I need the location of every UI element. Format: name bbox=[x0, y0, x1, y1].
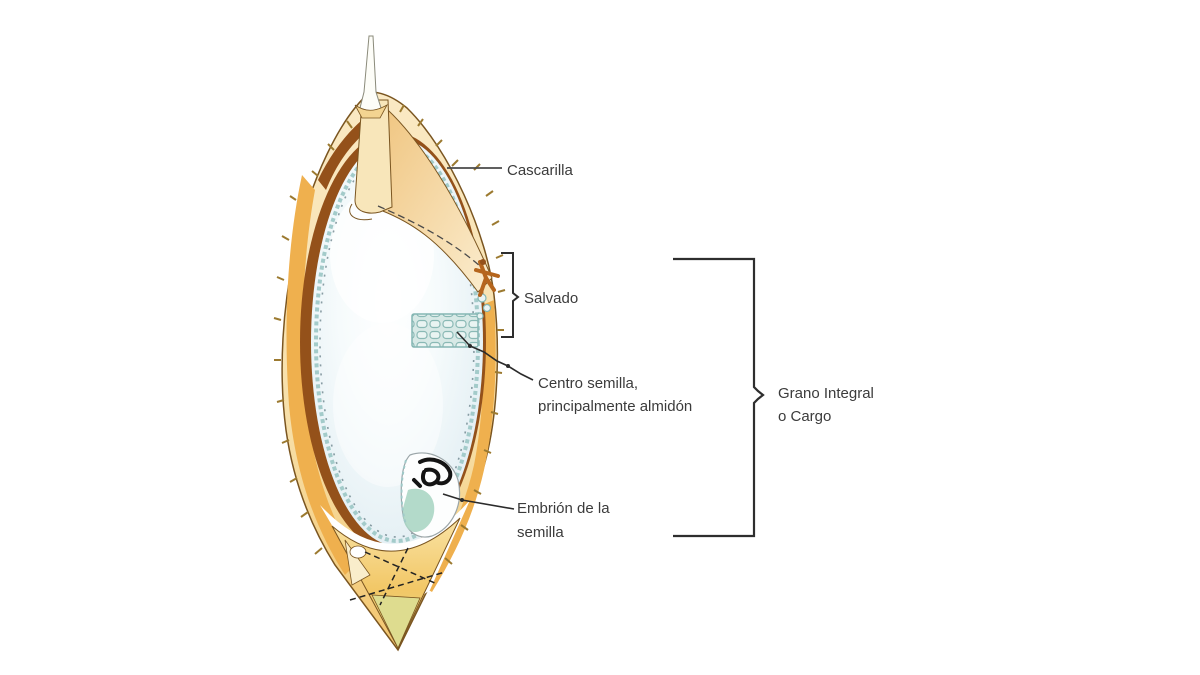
centro-semilla-label: Centro semilla, principalmente almidón bbox=[538, 372, 692, 418]
awn-spike bbox=[359, 35, 382, 113]
husk-top-flap bbox=[318, 35, 493, 293]
embrion-label: Embrión de la semilla bbox=[517, 497, 610, 545]
grano-integral-bracket bbox=[673, 257, 765, 538]
vascular-bundle bbox=[474, 259, 500, 297]
embryo-embrion bbox=[400, 452, 461, 538]
centro-semilla-label-line2: principalmente almidón bbox=[538, 398, 693, 415]
salvado-label: Salvado bbox=[524, 290, 579, 307]
husk-bottom-tip bbox=[320, 500, 470, 650]
centro-semilla-label-line1: Centro semilla, bbox=[538, 375, 639, 392]
cascarilla-label: Cascarilla bbox=[507, 162, 573, 179]
leader-lines bbox=[442, 167, 534, 510]
husk-spikes bbox=[273, 104, 506, 565]
brackets bbox=[501, 252, 765, 538]
embrion-label-line2: semilla bbox=[517, 524, 564, 541]
embrion-label-line1: Embrión de la bbox=[517, 500, 610, 517]
salvado-bracket bbox=[501, 252, 520, 338]
grano-integral-label-line2: o Cargo bbox=[778, 408, 832, 425]
starch-cells-inset bbox=[411, 293, 492, 348]
grano-integral-label-line1: Grano Integral bbox=[778, 385, 874, 402]
grano-integral-label: Grano Integral o Cargo bbox=[778, 382, 874, 428]
